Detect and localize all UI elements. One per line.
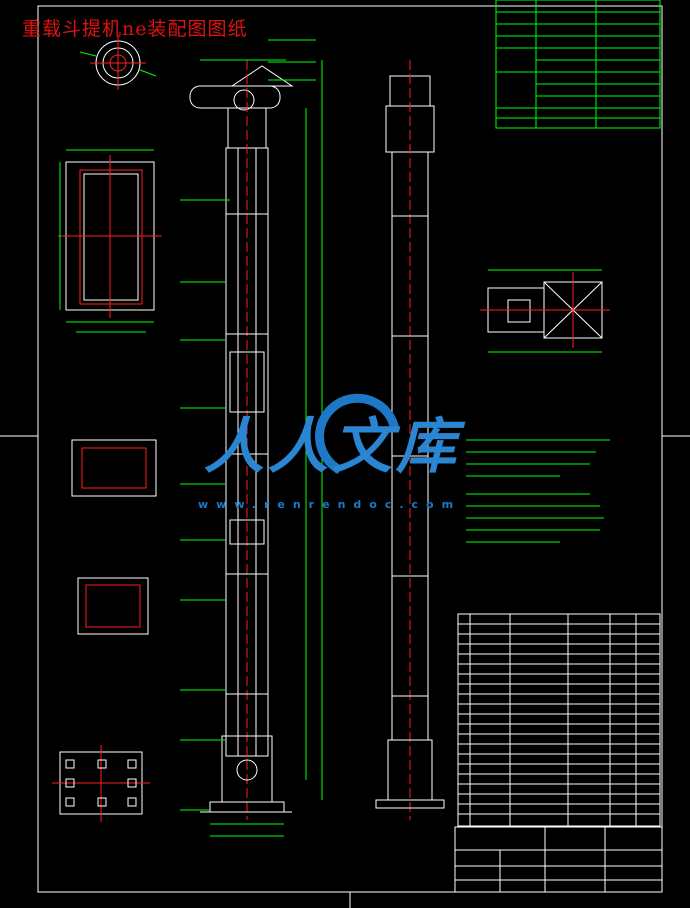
drive-top-view: [480, 269, 610, 353]
watermark-emblem: [315, 393, 400, 474]
technical-notes: [466, 439, 610, 543]
front-view-joints: [226, 213, 268, 695]
drawing-title: 重载斗提机ne装配图图纸: [22, 18, 248, 40]
inlet-frame-view: [58, 149, 162, 333]
parameter-table: [495, 0, 661, 129]
parts-list-table: [457, 613, 661, 827]
elevator-front-view: [189, 60, 294, 820]
watermark-url: www.renrendoc.com: [198, 498, 462, 511]
side-view-joints: [392, 215, 428, 697]
title-block: [455, 827, 662, 892]
section-details: [52, 439, 157, 822]
flange-detail: [79, 36, 157, 90]
leader-lines: [180, 39, 316, 811]
sheet-frame: [0, 5, 690, 908]
elevator-side-view: [375, 60, 445, 820]
bolt-holes: [65, 759, 137, 807]
watermark-brand: 人人文库: [204, 412, 460, 482]
